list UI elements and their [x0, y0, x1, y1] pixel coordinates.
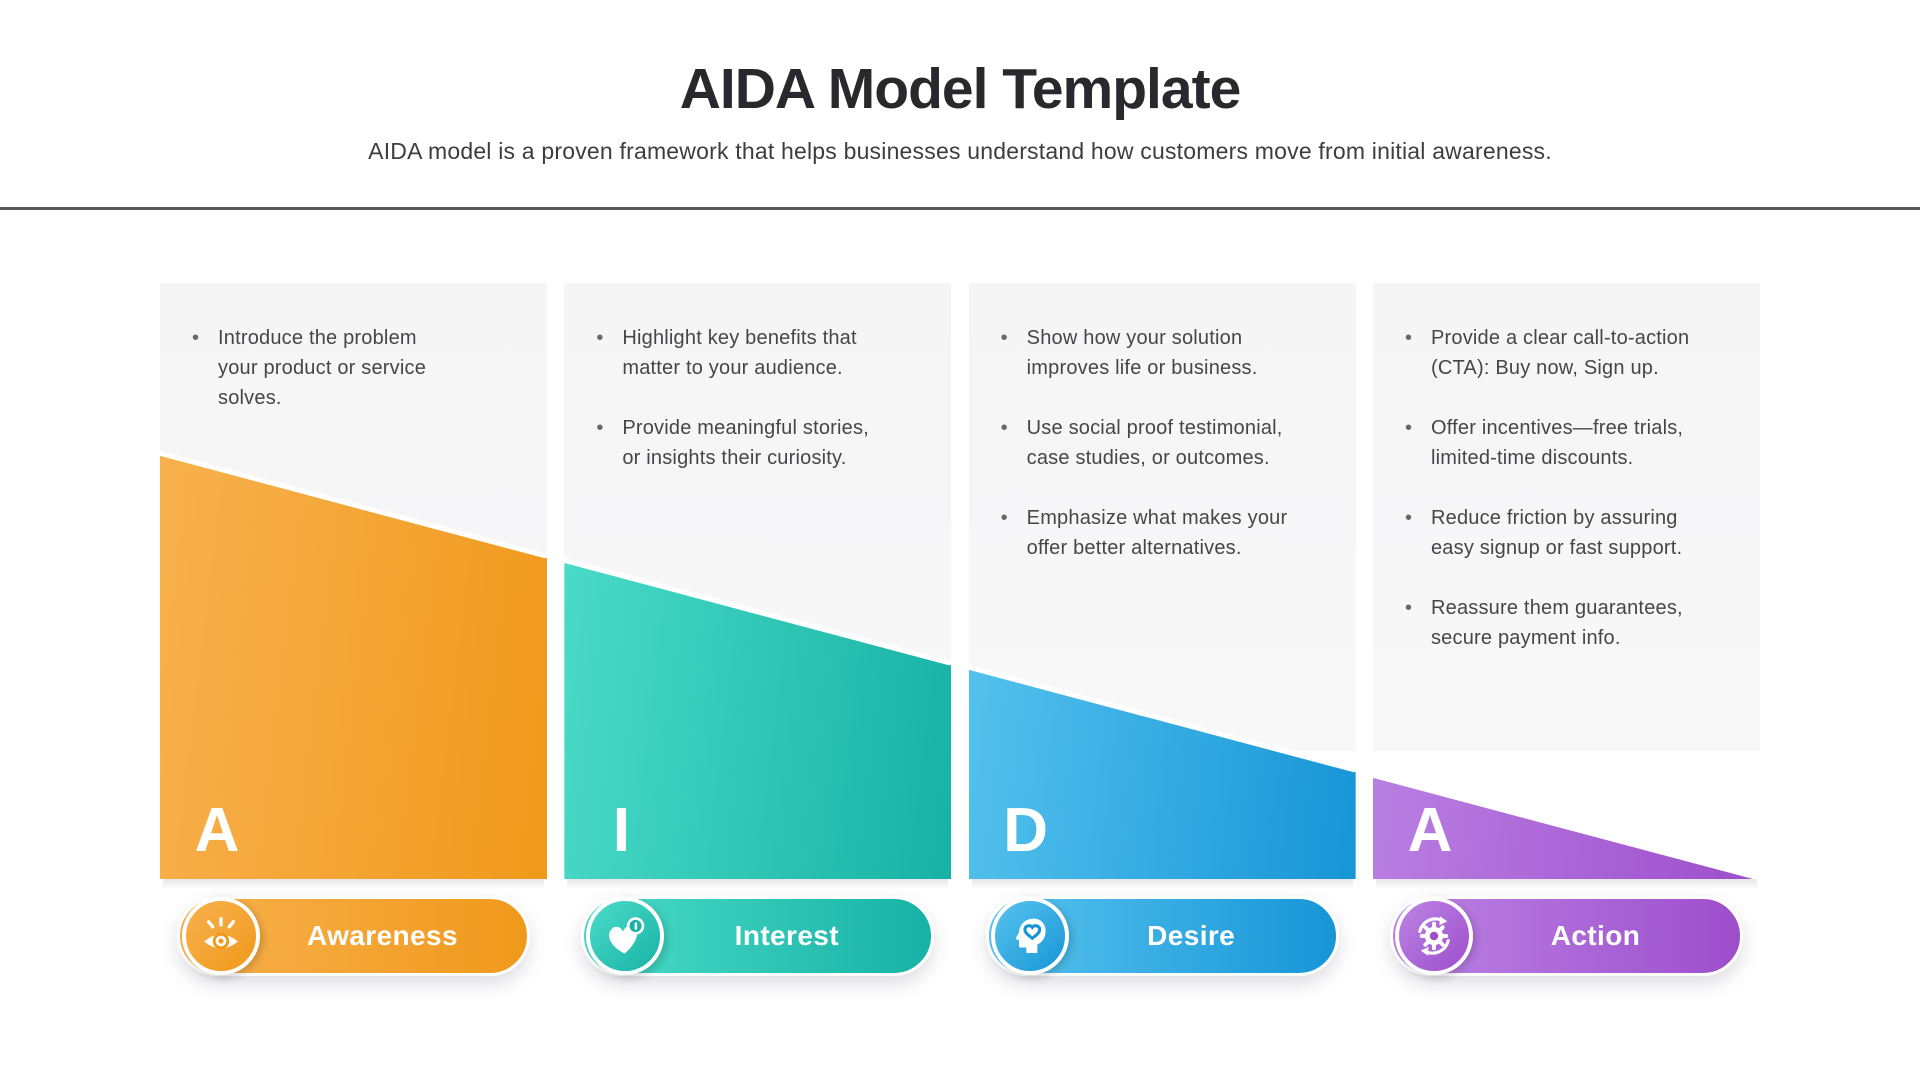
eye-awareness-icon — [204, 916, 238, 950]
stage-letter: A — [1407, 796, 1453, 865]
bullet-item: Offer incentives—free trials, limited-ti… — [1405, 413, 1738, 473]
bullet-item: Reduce friction by assuring easy signup … — [1405, 503, 1738, 563]
stage-awareness: Introduce the problem your product or se… — [160, 283, 547, 983]
aida-diagram: Introduce the problem your product or se… — [0, 283, 1920, 983]
bullet-list: Provide a clear call-to-action (CTA): Bu… — [1373, 283, 1760, 653]
bullet-item: Use social proof testimonial, case studi… — [1001, 413, 1334, 473]
stage-letter: D — [1003, 796, 1049, 865]
stage-icon-circle — [990, 897, 1069, 975]
stage-pill-interest: Interest — [581, 896, 935, 976]
page-subtitle: AIDA model is a proven framework that he… — [368, 138, 1552, 164]
wedge-shadow — [971, 879, 1353, 889]
stage-pill-awareness: Awareness — [177, 896, 530, 976]
stage-pill-desire: Desire — [985, 896, 1339, 976]
stage-icon-circle — [586, 897, 665, 975]
page-title: AIDA Model Template — [679, 57, 1242, 121]
stage-letter: A — [194, 796, 240, 865]
gear-refresh-icon — [1418, 916, 1450, 956]
stage-card: Provide a clear call-to-action (CTA): Bu… — [1372, 283, 1760, 751]
funnel-wedge-action — [1372, 445, 1760, 879]
stage-icon-circle — [1394, 897, 1473, 975]
bullet-item: Emphasize what makes your offer better a… — [1001, 503, 1334, 563]
head-heart-icon — [1015, 918, 1046, 953]
stage-letter: I — [612, 796, 630, 865]
bullet-list: Highlight key benefits that matter to yo… — [564, 283, 951, 473]
bullet-item: Reassure them guarantees, secure payment… — [1405, 593, 1738, 653]
bullet-item: Show how your solution improves life or … — [1001, 323, 1334, 383]
stage-label: Action — [1550, 920, 1641, 951]
funnel-wedge-desire — [968, 445, 1356, 879]
header: AIDA Model Template AIDA model is a prov… — [0, 0, 1920, 165]
stage-action: Provide a clear call-to-action (CTA): Bu… — [1372, 283, 1760, 983]
header-divider — [0, 207, 1920, 210]
stage-label: Desire — [1147, 920, 1236, 951]
bullet-item: Highlight key benefits that matter to yo… — [596, 323, 929, 383]
bullet-item: Introduce the problem your product or se… — [192, 323, 525, 413]
wedge-shadow — [163, 879, 544, 889]
stage-interest: Highlight key benefits that matter to yo… — [564, 283, 952, 983]
funnel-wedge-awareness — [160, 445, 547, 879]
stage-icon-circle — [182, 897, 260, 975]
bullet-list: Show how your solution improves life or … — [969, 283, 1356, 563]
bullet-list: Introduce the problem your product or se… — [160, 283, 547, 413]
stage-card: Show how your solution improves life or … — [968, 283, 1356, 751]
funnel-wedge-interest — [564, 445, 952, 879]
bullet-item: Provide a clear call-to-action (CTA): Bu… — [1405, 323, 1738, 383]
stage-label: Interest — [734, 920, 839, 951]
stage-pill-action: Action — [1389, 896, 1743, 976]
heart-notification-icon — [609, 917, 645, 954]
wedge-shadow — [567, 879, 949, 889]
wedge-shadow — [1375, 879, 1757, 889]
stage-desire: Show how your solution improves life or … — [968, 283, 1356, 983]
stage-label: Awareness — [307, 920, 458, 951]
bullet-item: Provide meaningful stories, or insights … — [596, 413, 929, 473]
